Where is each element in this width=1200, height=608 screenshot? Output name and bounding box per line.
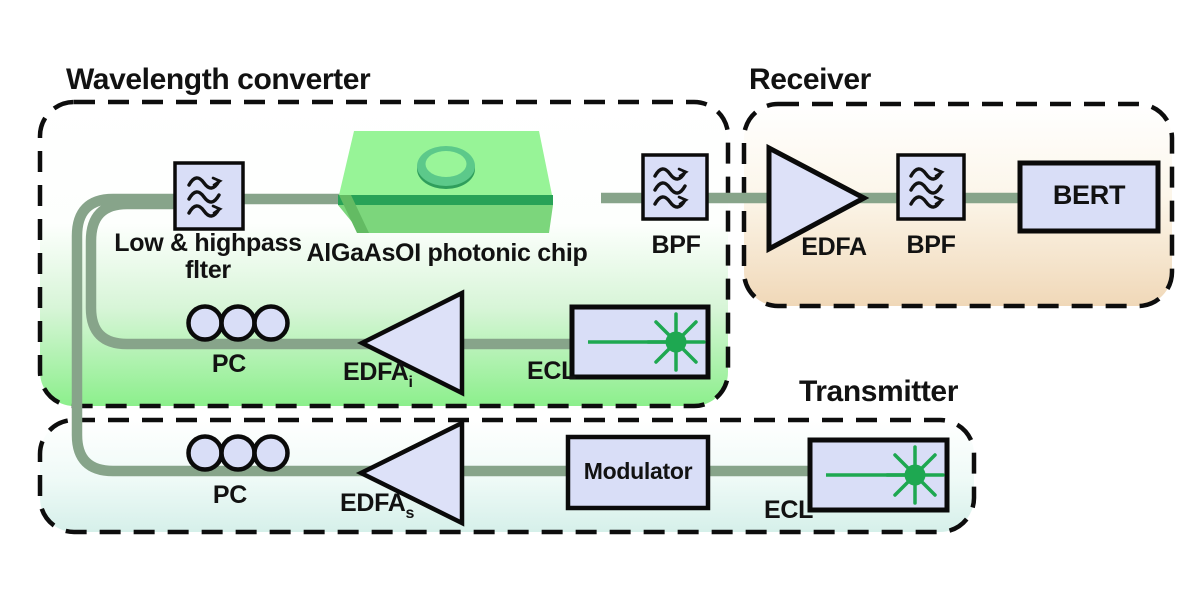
wc-pc-loops-icon <box>186 304 290 342</box>
lowhighpass-filter-label-line1: Low & highpass <box>114 229 302 257</box>
tx-laser-icon <box>826 445 945 505</box>
rx-bpf-label: BPF <box>906 231 956 259</box>
chip-waveguide-stripe <box>338 195 553 205</box>
photonic-chip <box>338 131 553 233</box>
tx-pc-label: PC <box>212 481 248 509</box>
rx-bpf-box <box>896 153 966 221</box>
wc-laser-icon <box>588 312 706 372</box>
lowhighpass-filter-box <box>173 161 245 231</box>
modulator-label: Modulator <box>583 458 693 484</box>
bert-box <box>1017 160 1161 234</box>
pump-fiber-path <box>85 198 576 350</box>
wc-edfa-label-subscript: i <box>408 374 413 391</box>
tx-edfa-label: EDFAs <box>340 489 414 522</box>
wc-edfa-label-base: EDFA <box>343 358 409 386</box>
bert-label: BERT <box>1052 180 1126 210</box>
lowhighpass-filter-label-line2: flter <box>185 256 231 284</box>
transmitter-title: Transmitter <box>799 375 958 408</box>
wc-bpf-label: BPF <box>651 231 701 259</box>
rx-edfa-amplifier-triangle <box>766 143 870 254</box>
wc-bpf-box <box>641 153 709 221</box>
lowhighpass-filter-label: Low & highpass flter <box>114 229 302 284</box>
ring-resonator-hole <box>425 151 467 177</box>
signal-fiber-path <box>71 193 813 477</box>
tx-pc-loops-icon <box>186 434 290 472</box>
chip-label: AlGaAsOI photonic chip <box>306 239 588 267</box>
wc-edfa-label: EDFAi <box>343 358 413 391</box>
tx-edfa-label-subscript: s <box>405 505 415 522</box>
tx-edfa-amplifier-triangle <box>355 419 465 527</box>
wc-ecl-label: ECL <box>527 357 577 385</box>
wc-edfa-amplifier-triangle <box>356 289 465 397</box>
wavelength-converter-title: Wavelength converter <box>66 63 371 96</box>
rx-edfa-label: EDFA <box>801 233 867 261</box>
wc-pc-label: PC <box>211 350 247 378</box>
modulator-box <box>565 434 711 511</box>
chip-left-face <box>339 195 369 233</box>
receiver-title: Receiver <box>749 63 871 96</box>
tx-edfa-label-base: EDFA <box>340 489 406 517</box>
chip-front-face <box>338 205 553 233</box>
tx-ecl-label: ECL <box>764 496 814 524</box>
